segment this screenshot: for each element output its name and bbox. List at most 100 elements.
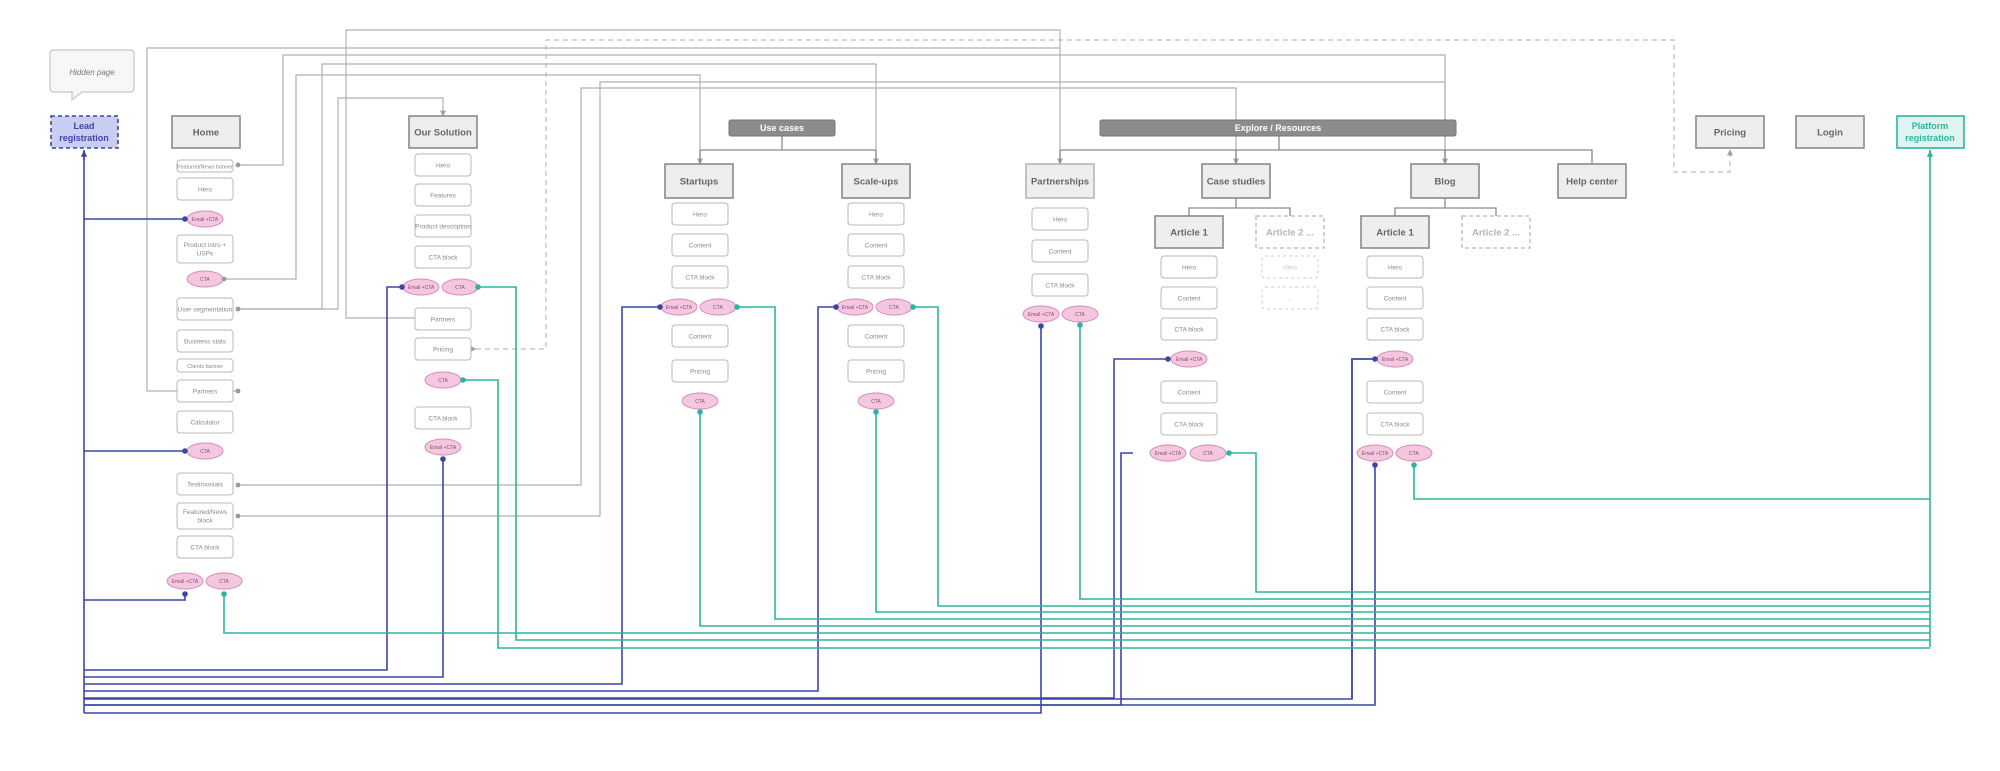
email-cta-button[interactable]: Email +CTA [660, 298, 698, 316]
content-block-label: Featured/News banner [177, 164, 233, 170]
content-block-content: Content [1366, 286, 1424, 310]
email-cta-button[interactable]: Email +CTA [836, 298, 874, 316]
email-cta-button[interactable]: Email +CTA [1022, 305, 1060, 323]
page-partnerships[interactable]: Partnerships [1025, 163, 1095, 199]
link-segmentation-to-scaleups [238, 63, 879, 310]
cta-button[interactable]: CTA [1061, 305, 1099, 323]
lead-connector-dot [657, 304, 663, 310]
page-blog-article-1[interactable]: Article 1 [1360, 215, 1430, 249]
lead-connector-dot [1372, 356, 1378, 362]
content-block-ellipsis: ... [1261, 286, 1319, 310]
content-block-label: Content [865, 333, 888, 340]
page-case-article-2[interactable]: Article 2 ... [1255, 215, 1325, 249]
content-block-label: Partners [431, 316, 456, 323]
content-block-content: Content [1160, 286, 1218, 310]
content-block-product-intro: Product intro +USPs [176, 234, 234, 264]
content-block-label: Hero [693, 211, 707, 218]
page-our-solution[interactable]: Our Solution [408, 115, 478, 149]
cta-button[interactable]: CTA [1395, 444, 1433, 462]
lead-registration-node[interactable]: Lead registration [50, 115, 119, 149]
page-startups-label: Startups [680, 177, 719, 188]
email-cta-button[interactable]: Email +CTA [166, 572, 204, 590]
cta-button[interactable]: CTA [875, 298, 913, 316]
platform-connector-dot [460, 377, 466, 383]
lead-connector-dot [1038, 323, 1044, 329]
page-case-studies[interactable]: Case studies [1201, 163, 1271, 199]
email-cta-button[interactable]: Email +CTA [402, 278, 440, 296]
content-block-label: ... [1287, 295, 1293, 302]
page-blog-article-1-label: Article 1 [1376, 228, 1414, 239]
cta-label: CTA [1203, 451, 1213, 457]
cta-button[interactable]: CTA [186, 442, 224, 460]
section-use-cases[interactable]: Use cases [728, 119, 836, 137]
page-login[interactable]: Login [1795, 115, 1865, 149]
cta-label: Email +CTA [430, 445, 457, 451]
lead-connector-dot [440, 456, 446, 462]
content-block-label-2: USPs [197, 251, 214, 258]
content-block-cta-block: CTA block [671, 265, 729, 289]
content-block-label: Clients banner [187, 364, 223, 370]
cta-label: Email +CTA [1362, 451, 1389, 457]
content-block-label: CTA block [861, 274, 891, 281]
page-blog-article-2[interactable]: Article 2 ... [1461, 215, 1531, 249]
hidden-page-callout: Hidden page [49, 49, 135, 102]
lead-connector-dot [182, 448, 188, 454]
section-explore-resources[interactable]: Explore / Resources [1099, 119, 1457, 137]
content-block-cta-block: CTA block [176, 535, 234, 559]
content-block-pricing: Pricing [414, 337, 472, 361]
platform-registration-node[interactable]: Platform registration [1896, 115, 1965, 149]
platform-connector-dot [1226, 450, 1232, 456]
section-explore-label: Explore / Resources [1235, 123, 1322, 133]
page-startups[interactable]: Startups [664, 163, 734, 199]
link-connector-dot [221, 276, 227, 282]
platform-connector-dot [221, 591, 227, 597]
content-block-pricing: Pricing [847, 359, 905, 383]
content-block-label: Hero [1283, 264, 1297, 271]
email-cta-button[interactable]: Email +CTA [1376, 350, 1414, 368]
content-block-featured-banner: Featured/News banner [176, 159, 234, 173]
page-help-center[interactable]: Help center [1557, 163, 1627, 199]
content-block-label: CTA block [428, 254, 458, 261]
content-block-label: Content [1178, 295, 1201, 302]
content-block-content: Content [1031, 239, 1089, 263]
content-block-clients-banner: Clients banner [176, 358, 234, 373]
page-blog-article-2-label: Article 2 ... [1472, 228, 1520, 239]
cta-button[interactable]: CTA [857, 392, 895, 410]
page-pricing[interactable]: Pricing [1695, 115, 1765, 149]
content-block-label: Features [430, 192, 456, 199]
content-block-cta-block: CTA block [847, 265, 905, 289]
email-cta-button[interactable]: Email +CTA [1149, 444, 1187, 462]
email-cta-button[interactable]: Email +CTA [1170, 350, 1208, 368]
cta-button[interactable]: CTA [699, 298, 737, 316]
content-block-label: Content [1178, 389, 1201, 396]
content-block-pricing: Pricing [671, 359, 729, 383]
content-block-label: Business stats [184, 338, 227, 345]
lead-registration-label-2: registration [59, 133, 109, 143]
lead-connector-dot [182, 591, 188, 597]
content-block-content: Content [671, 324, 729, 348]
cta-button[interactable]: CTA [681, 392, 719, 410]
cta-button[interactable]: CTA [186, 270, 224, 288]
cta-button[interactable]: CTA [441, 278, 479, 296]
page-blog[interactable]: Blog [1410, 163, 1480, 199]
cta-button[interactable]: CTA [424, 371, 462, 389]
email-cta-button[interactable]: Email +CTA [424, 438, 462, 456]
page-scaleups[interactable]: Scale-ups [841, 163, 911, 199]
content-block-hero: Hero [1160, 255, 1218, 279]
email-cta-button[interactable]: Email +CTA [1356, 444, 1394, 462]
cta-button[interactable]: CTA [205, 572, 243, 590]
cta-button[interactable]: CTA [1189, 444, 1227, 462]
page-blog-label: Blog [1434, 177, 1455, 188]
content-block-label: Pricing [866, 368, 886, 375]
content-block-label: Content [689, 333, 712, 340]
page-case-article-1[interactable]: Article 1 [1154, 215, 1224, 249]
content-block-label: Content [1384, 389, 1407, 396]
connector-dots [182, 162, 1417, 597]
platform-connector-dot [697, 409, 703, 415]
content-block-label: Hero [1053, 216, 1067, 223]
email-cta-button[interactable]: Email +CTA [186, 210, 224, 228]
content-block-label: Hero [1388, 264, 1402, 271]
page-home[interactable]: Home [171, 115, 241, 149]
link-connector-dot [235, 388, 241, 394]
